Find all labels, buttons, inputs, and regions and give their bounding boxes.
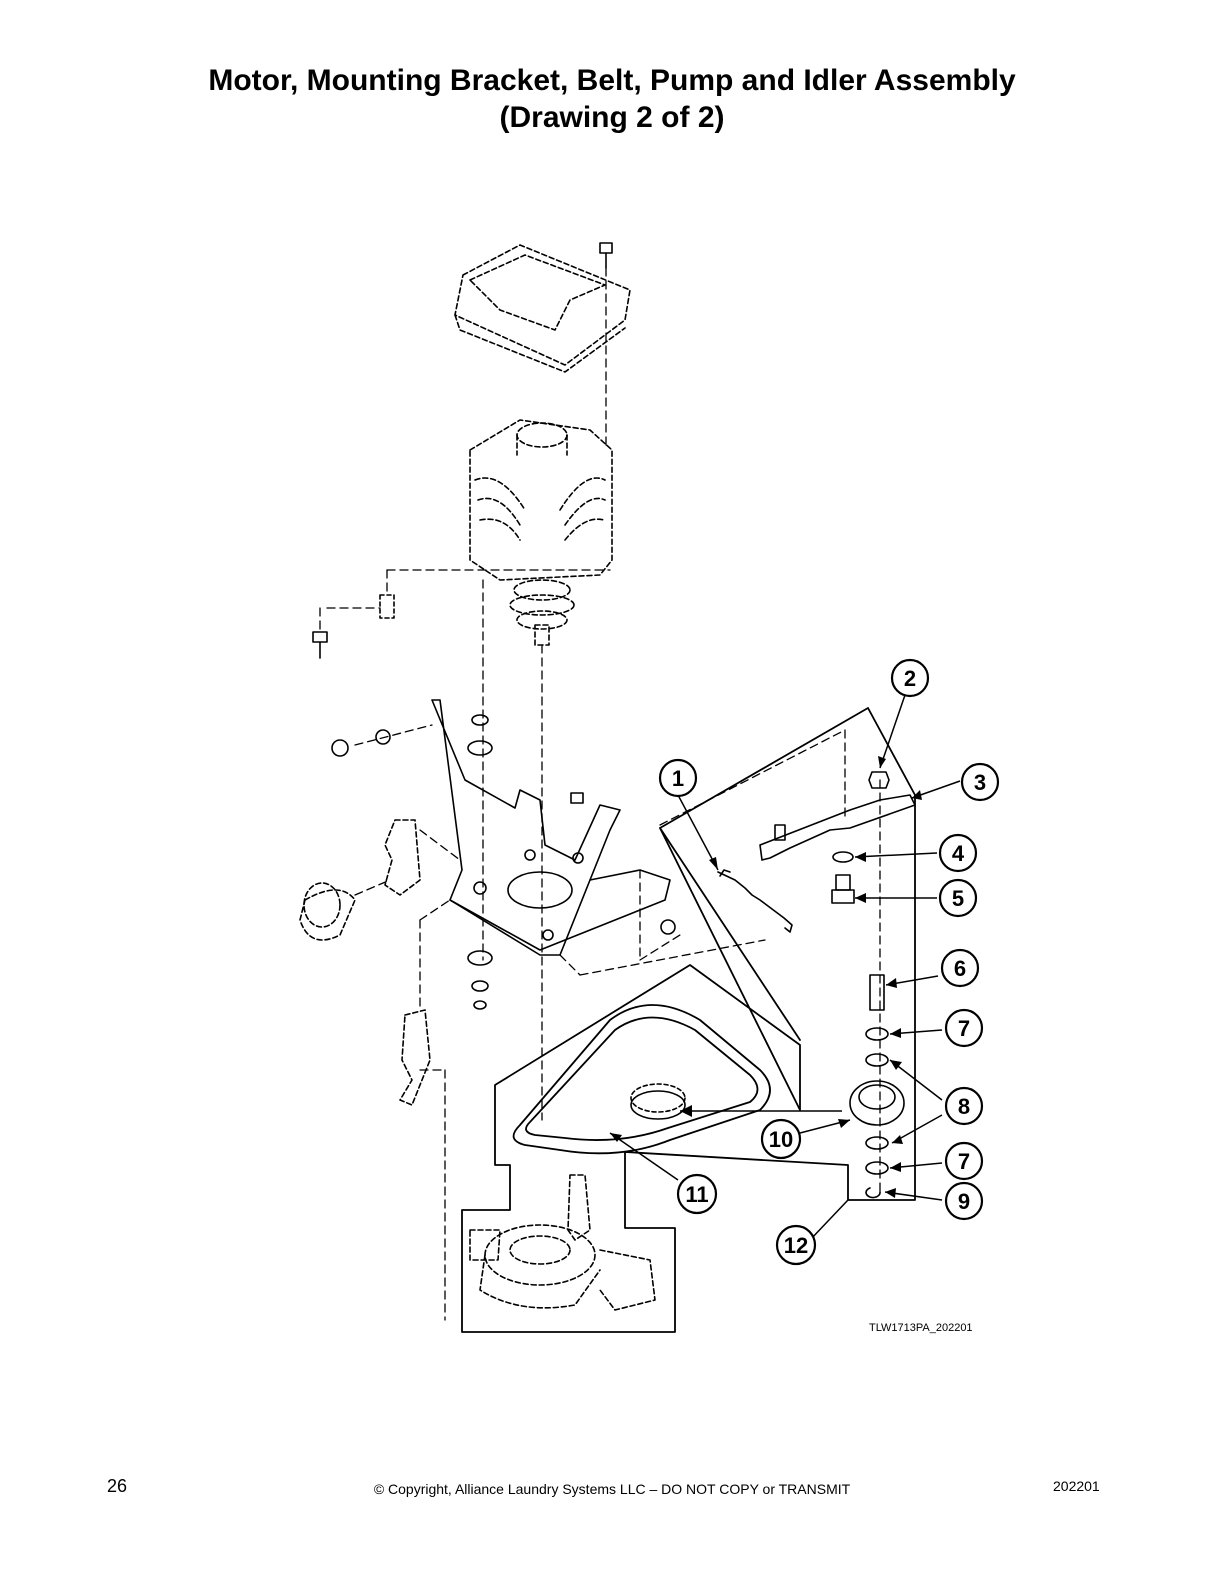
idler-spring <box>717 869 793 933</box>
document-number: 202201 <box>1053 1478 1100 1494</box>
bracket-hardware <box>331 714 676 1010</box>
motor-pulley <box>630 1083 686 1120</box>
callout-5: 5 <box>938 878 978 918</box>
svg-text:2: 2 <box>904 666 916 691</box>
callout-4: 4 <box>938 833 978 873</box>
svg-text:9: 9 <box>958 1189 970 1214</box>
idler-assembly-outline <box>461 707 916 1333</box>
drawing-code: TLW1713PA_202201 <box>869 1322 973 1334</box>
callout-11: 11 <box>676 1173 718 1215</box>
callout-8: 8 <box>944 1086 984 1126</box>
page-title: Motor, Mounting Bracket, Belt, Pump and … <box>0 62 1224 136</box>
mounting-bracket <box>431 699 671 956</box>
alignment-lines <box>319 267 881 1321</box>
cover-screw <box>599 242 613 269</box>
title-line-1: Motor, Mounting Bracket, Belt, Pump and … <box>208 64 1016 97</box>
callout-7-upper: 7 <box>944 1008 984 1048</box>
idler-hardware <box>831 771 905 1199</box>
svg-text:7: 7 <box>958 1016 970 1041</box>
idler-arm <box>759 794 916 861</box>
pump <box>469 1174 656 1311</box>
svg-text:12: 12 <box>784 1233 808 1258</box>
svg-text:6: 6 <box>954 956 966 981</box>
svg-text:8: 8 <box>958 1094 970 1119</box>
svg-text:11: 11 <box>685 1182 708 1207</box>
svg-text:10: 10 <box>769 1127 793 1152</box>
callout-9: 9 <box>944 1181 984 1221</box>
motor <box>469 419 613 646</box>
svg-text:3: 3 <box>974 770 986 795</box>
pump-clip <box>399 1009 431 1106</box>
callout-balloons: 1 2 3 4 5 6 7 8 <box>658 658 1000 1266</box>
svg-text:1: 1 <box>672 766 684 791</box>
callout-arrowheads <box>610 756 922 1198</box>
callout-7-lower: 7 <box>944 1141 984 1181</box>
callout-2: 2 <box>890 658 930 698</box>
motor-cover <box>454 244 631 373</box>
callout-1: 1 <box>658 758 698 798</box>
copyright-notice: © Copyright, Alliance Laundry Systems LL… <box>373 1481 851 1497</box>
svg-text:7: 7 <box>958 1149 970 1174</box>
page-number: 26 <box>107 1476 128 1496</box>
svg-text:5: 5 <box>952 886 964 911</box>
title-line-2: (Drawing 2 of 2) <box>499 101 725 134</box>
motor-strap-hardware <box>312 594 395 659</box>
bumper-bracket <box>299 819 421 941</box>
callout-3: 3 <box>960 762 1000 802</box>
callout-6: 6 <box>940 948 980 988</box>
drive-belt <box>512 1004 771 1155</box>
callout-12: 12 <box>775 1224 817 1266</box>
svg-text:4: 4 <box>952 841 965 866</box>
callout-10: 10 <box>760 1118 802 1160</box>
